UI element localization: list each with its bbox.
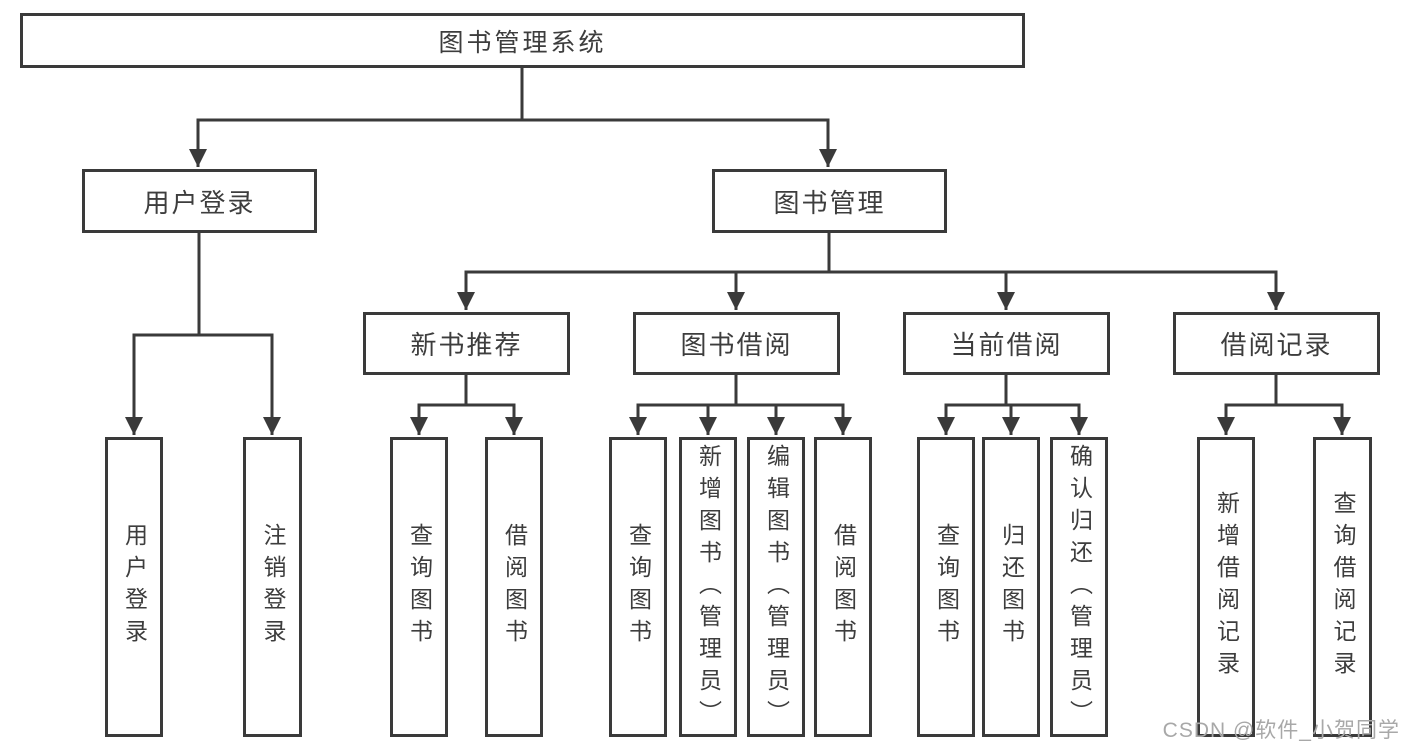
leaf-borrow-borrow-books: 借阅图书 xyxy=(814,437,872,737)
csdn-watermark: CSDN @软件_小贺同学 xyxy=(1162,719,1400,742)
leaf-current-return-books: 归还图书 xyxy=(982,437,1040,737)
node-borrow-records: 借阅记录 xyxy=(1173,312,1380,375)
node-user-login: 用户登录 xyxy=(82,169,317,233)
node-book-management: 图书管理 xyxy=(712,169,947,233)
leaf-borrow-add-books-admin: 新增图书（管理员） xyxy=(679,437,737,737)
leaf-records-query-record: 查询借阅记录 xyxy=(1313,437,1372,737)
leaf-borrow-query-books: 查询图书 xyxy=(609,437,667,737)
leaf-borrow-edit-books-admin: 编辑图书（管理员） xyxy=(747,437,805,737)
leaf-current-query-books: 查询图书 xyxy=(917,437,975,737)
leaf-user-login: 用户登录 xyxy=(105,437,163,737)
leaf-newbook-query-books: 查询图书 xyxy=(390,437,448,737)
leaf-records-add-record: 新增借阅记录 xyxy=(1197,437,1255,737)
leaf-logout: 注销登录 xyxy=(243,437,302,737)
node-book-borrow: 图书借阅 xyxy=(633,312,840,375)
node-root-system: 图书管理系统 xyxy=(20,13,1025,68)
leaf-current-confirm-return-admin: 确认归还（管理员） xyxy=(1050,437,1108,737)
node-current-borrow: 当前借阅 xyxy=(903,312,1110,375)
node-new-book-recommend: 新书推荐 xyxy=(363,312,570,375)
leaf-newbook-borrow-books: 借阅图书 xyxy=(485,437,543,737)
